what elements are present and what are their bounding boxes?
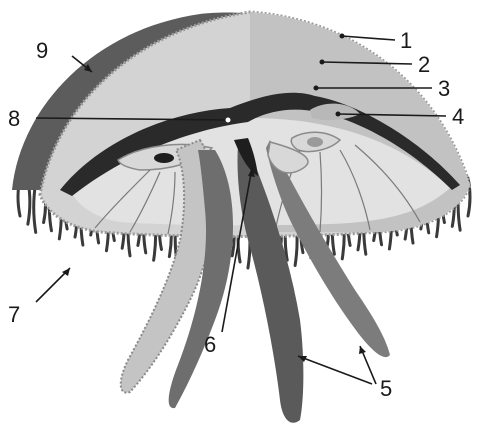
- dot-4: [336, 112, 341, 117]
- gonad-left-core: [154, 153, 174, 163]
- dot-1: [340, 34, 345, 39]
- callout-8: 8: [8, 106, 20, 131]
- leader-5a: [298, 356, 372, 384]
- arrow-5b: [359, 346, 366, 354]
- callout-5: 5: [380, 376, 392, 401]
- dot-2: [320, 60, 325, 65]
- callout-3: 3: [438, 76, 450, 101]
- callout-4: 4: [452, 104, 464, 129]
- callout-6: 6: [204, 332, 216, 357]
- callout-7: 7: [8, 302, 20, 327]
- dot-3: [314, 86, 319, 91]
- gonad-right-core: [307, 137, 323, 147]
- callout-9: 9: [36, 38, 48, 63]
- callout-2: 2: [418, 52, 430, 77]
- callout-1: 1: [400, 28, 412, 53]
- dot-8: [226, 118, 231, 123]
